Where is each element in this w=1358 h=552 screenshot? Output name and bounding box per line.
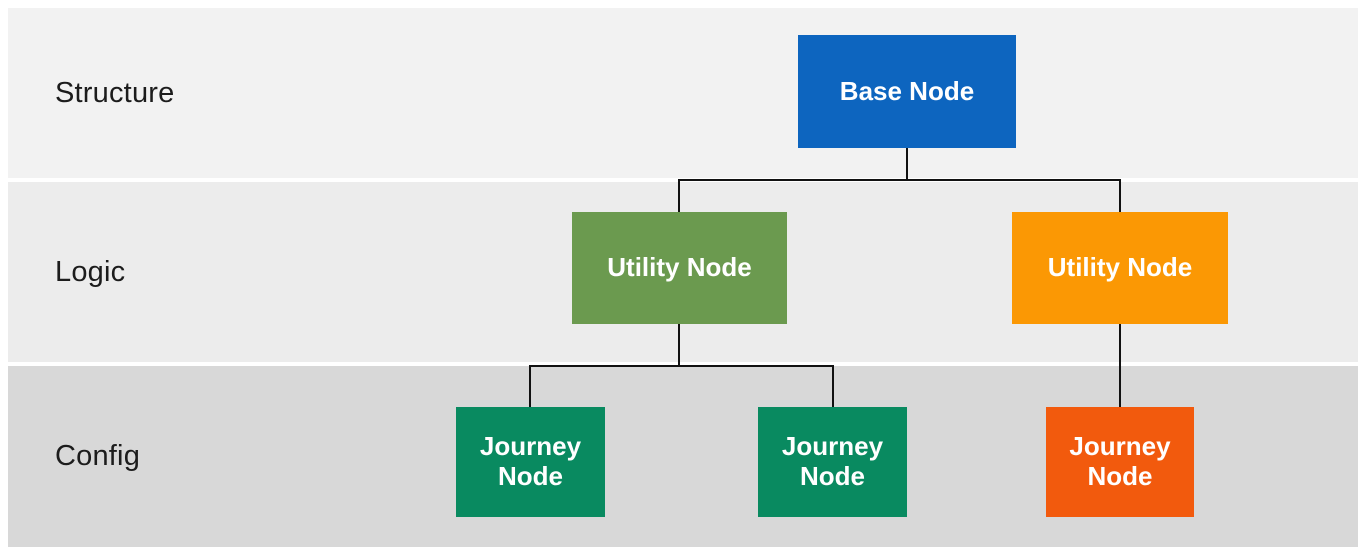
layer-label-structure: Structure: [55, 76, 175, 109]
node-journey-right-label: Journey Node: [1069, 431, 1171, 491]
connector-drop-utility-right: [1119, 181, 1121, 212]
node-journey-center: Journey Node: [758, 407, 907, 517]
connector-drop-journey-center: [832, 367, 834, 407]
connector-base-to-tier1: [906, 148, 908, 179]
layer-band-structure: Structure: [8, 8, 1358, 178]
connector-drop-journey-left: [529, 367, 531, 407]
node-base-label: Base Node: [839, 75, 975, 106]
node-journey-left-label: Journey Node: [479, 431, 582, 491]
connector-tier1-horizontal: [678, 179, 1121, 181]
node-utility-left-label: Utility Node: [607, 252, 752, 283]
connector-tier2-horizontal: [529, 365, 834, 367]
node-utility-right: Utility Node: [1012, 212, 1228, 324]
node-journey-right: Journey Node: [1046, 407, 1194, 517]
layer-label-config: Config: [55, 440, 141, 472]
node-base: Base Node: [798, 35, 1016, 148]
connector-utility-right-to-journey-right: [1119, 324, 1121, 407]
node-utility-left: Utility Node: [572, 212, 787, 324]
node-journey-center-label: Journey Node: [781, 431, 884, 491]
connector-utility-left-to-tier2: [678, 324, 680, 365]
node-utility-right-label: Utility Node: [1047, 252, 1193, 283]
layer-label-logic: Logic: [55, 255, 126, 288]
node-journey-left: Journey Node: [456, 407, 605, 517]
connector-drop-utility-left: [678, 181, 680, 212]
